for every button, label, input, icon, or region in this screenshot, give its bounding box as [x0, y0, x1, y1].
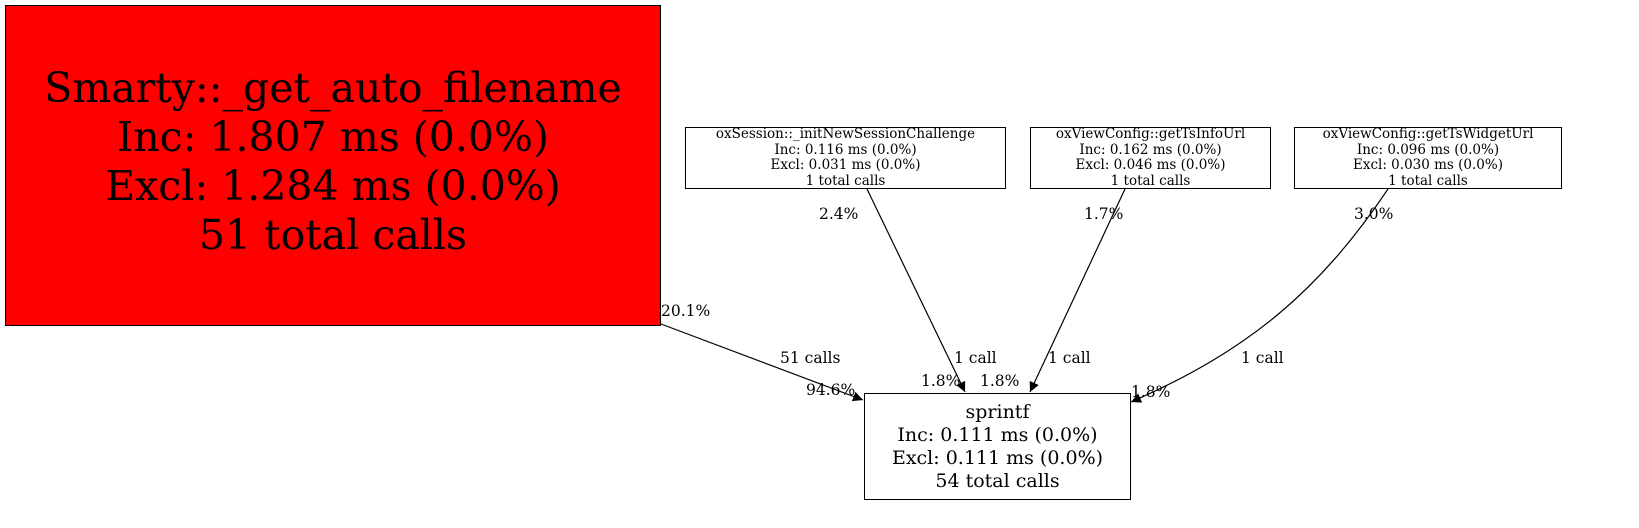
node-name: oxSession::_initNewSessionChallenge: [715, 126, 976, 142]
node-exclusive-time: Excl: 0.111 ms (0.0%): [891, 446, 1104, 469]
node-total-calls: 1 total calls: [805, 172, 886, 189]
edge-info-to-sprintf: [1029, 188, 1126, 393]
node-inclusive-time: Inc: 1.807 ms (0.0%): [117, 112, 549, 161]
node-total-calls: 51 total calls: [198, 210, 468, 259]
node-exclusive-time: Excl: 0.031 ms (0.0%): [770, 157, 921, 173]
node-exclusive-time: Excl: 0.030 ms (0.0%): [1353, 157, 1503, 173]
node-total-calls: 1 total calls: [1388, 172, 1468, 189]
edge-info-tail-label: 1.7%: [1084, 205, 1124, 223]
edge-smarty-tail-label: 20.1%: [661, 302, 711, 320]
edge-smarty-to-sprintf: [660, 323, 864, 402]
node-sprintf: sprintf Inc: 0.111 ms (0.0%) Excl: 0.111…: [864, 393, 1131, 500]
node-inclusive-time: Inc: 0.116 ms (0.0%): [774, 141, 917, 158]
edge-smarty-head-label: 94.6%: [806, 381, 856, 399]
node-oxviewconfig-gettswidgeturl: oxViewConfig::getTsWidgetUrl Inc: 0.096 …: [1294, 126, 1562, 189]
edge-session-calls-label: 1 call: [954, 349, 997, 367]
node-smarty-get-auto-filename: Smarty::_get_auto_filename Inc: 1.807 ms…: [5, 5, 661, 326]
node-name: oxViewConfig::getTsWidgetUrl: [1322, 126, 1534, 142]
edge-session-to-sprintf: [866, 188, 966, 393]
node-exclusive-time: Excl: 0.046 ms (0.0%): [1075, 157, 1226, 173]
node-exclusive-time: Excl: 1.284 ms (0.0%): [105, 161, 561, 210]
node-total-calls: 54 total calls: [935, 469, 1060, 492]
edge-session-head-label: 1.8%: [921, 372, 961, 390]
edge-widget-calls-label: 1 call: [1241, 349, 1284, 367]
node-oxviewconfig-gettsinfourl: oxViewConfig::getTsInfoUrl Inc: 0.162 ms…: [1030, 126, 1271, 189]
edge-info-calls-label: 1 call: [1048, 349, 1091, 367]
node-inclusive-time: Inc: 0.111 ms (0.0%): [897, 423, 1098, 446]
edge-widget-tail-label: 3.0%: [1354, 205, 1394, 223]
node-inclusive-time: Inc: 0.162 ms (0.0%): [1079, 141, 1222, 158]
node-name: sprintf: [965, 400, 1030, 423]
node-oxsession-initnewsessionchallenge: oxSession::_initNewSessionChallenge Inc:…: [685, 126, 1006, 189]
node-inclusive-time: Inc: 0.096 ms (0.0%): [1356, 141, 1500, 158]
edge-widget-head-label: 1.8%: [1131, 383, 1171, 401]
node-name: oxViewConfig::getTsInfoUrl: [1055, 126, 1246, 142]
edge-session-tail-label: 2.4%: [819, 205, 859, 223]
edge-info-head-label: 1.8%: [980, 372, 1020, 390]
node-total-calls: 1 total calls: [1110, 172, 1191, 189]
node-name: Smarty::_get_auto_filename: [44, 63, 622, 112]
edge-smarty-calls-label: 51 calls: [780, 349, 841, 367]
edge-widget-to-sprintf: [1130, 188, 1389, 403]
